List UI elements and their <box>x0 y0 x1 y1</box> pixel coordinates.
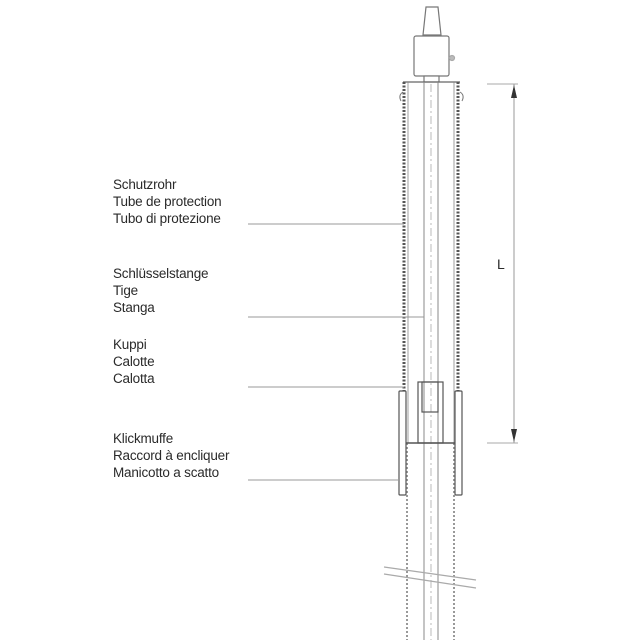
dimension-l-line <box>487 83 518 444</box>
protective-tube-shape <box>399 81 464 640</box>
click-sleeve-shape <box>398 390 463 496</box>
label-click-sleeve: Klickmuffe Raccord à encliquer Manicotto… <box>113 430 229 481</box>
label-it: Manicotto a scatto <box>113 465 219 480</box>
label-it: Calotta <box>113 371 155 386</box>
leader-lines <box>248 223 424 481</box>
label-de: Schutzrohr <box>113 177 177 192</box>
label-de: Schlüsselstange <box>113 266 209 281</box>
label-it: Tubo di protezione <box>113 211 221 226</box>
label-fr: Raccord à encliquer <box>113 448 230 463</box>
label-fr: Tige <box>113 283 138 298</box>
label-fr: Tube de protection <box>113 194 222 209</box>
label-cap: Kuppi Calotte Calotta <box>113 336 155 387</box>
key-rod-shape <box>423 82 439 640</box>
label-de: Klickmuffe <box>113 431 174 446</box>
key-head-icon <box>413 6 456 83</box>
cap-shape <box>417 381 444 444</box>
dimension-label: L <box>497 256 505 272</box>
label-key-rod: Schlüsselstange Tige Stanga <box>113 265 209 316</box>
label-it: Stanga <box>113 300 155 315</box>
label-protective-tube: Schutzrohr Tube de protection Tubo di pr… <box>113 176 222 227</box>
break-lines <box>383 566 477 589</box>
label-de: Kuppi <box>113 337 147 352</box>
label-fr: Calotte <box>113 354 155 369</box>
